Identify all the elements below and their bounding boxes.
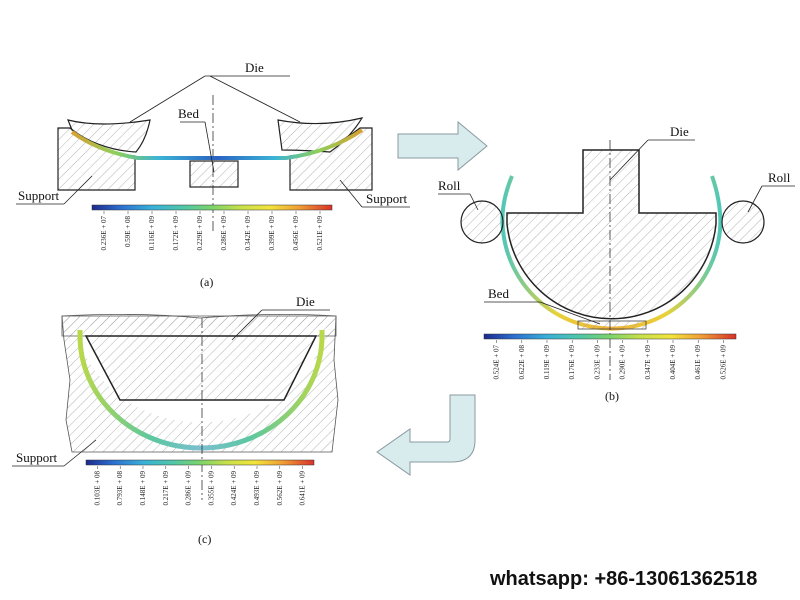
die-c-top [61,314,337,337]
caption-a: (a) [200,275,213,289]
colorbar-tick-label: 0.399E + 09 [268,216,276,251]
panel-a: Die Bed Support Support 0.236E + 07 0.59E… [16,60,410,289]
leader-support-a-right-2 [339,179,363,208]
colorbar-tick-label: 0.119E + 09 [543,345,551,380]
colorbar-tick-label: 0.286E + 09 [185,471,193,506]
label-bed-b: Bed [488,286,509,301]
workpiece-c [77,330,325,451]
label-bed-a: Bed [178,106,199,121]
colorbar-tick-label: 0.59E + 08 [124,216,132,247]
colorbar-tick-label: 0.355E + 09 [207,471,215,506]
colorbar-tick-label: 0.424E + 09 [230,471,238,506]
colorbar-c-ticks: 0.103E + 08 0.793E + 08 0.148E + 09 0.217E … [93,466,307,506]
leader-die-b [609,139,649,181]
colorbar-tick-label: 0.103E + 08 [93,471,101,506]
die-c-shape [84,335,318,401]
colorbar-tick-label: 0.622E + 08 [518,345,526,380]
colorbar-a-ticks: 0.236E + 07 0.59E + 08 0.116E + 09 0.172E +… [100,211,324,250]
leader-support-a-left-2 [63,175,93,205]
roll-left-shape [460,200,504,244]
colorbar-tick-label: 0.236E + 07 [100,216,108,251]
flow-arrow-down-left [376,394,476,476]
label-die-b: Die [670,124,689,139]
colorbar-tick-label: 0.793E + 08 [116,471,124,506]
die-b-shape [506,149,717,320]
leader-bed-b-2 [539,301,601,325]
label-support-a-right: Support [366,191,408,206]
die-left-shape [67,119,151,153]
colorbar-tick-label: 0.148E + 09 [139,471,147,506]
label-die-c: Die [296,294,315,309]
roll-right-shape [721,200,765,244]
panel-c: Die Support 0.103E + 08 0.793E + 08 0.148E… [12,294,339,546]
colorbar-tick-label: 0.172E + 09 [172,216,180,251]
leader-bed-a-2 [204,121,215,173]
colorbar-tick-label: 0.290E + 09 [619,345,627,380]
workpiece-a [70,128,364,160]
colorbar-b-ticks: 0.524E + 07 0.622E + 08 0.119E + 09 0.176E … [493,340,727,380]
panel-b: Die Roll Roll Bed 0.524E + 07 0.622E + 08… [438,124,795,403]
label-die-a: Die [245,60,264,75]
colorbar-tick-label: 0.233E + 09 [593,345,601,380]
colorbar-tick-label: 0.493E + 09 [253,471,261,506]
colorbar-tick-label: 0.229E + 09 [196,216,204,251]
colorbar-tick-label: 0.217E + 09 [162,471,170,506]
colorbar-tick-label: 0.456E + 09 [292,216,300,251]
colorbar-tick-label: 0.562E + 09 [276,471,284,506]
colorbar-c [85,459,315,466]
colorbar-b [483,333,737,340]
label-roll-b-right: Roll [768,170,791,185]
label-support-a-left: Support [18,188,60,203]
die-right-shape [277,117,364,153]
colorbar-tick-label: 0.286E + 09 [220,216,228,251]
leader-roll-b-left-2 [469,193,479,211]
colorbar-a [91,204,333,211]
colorbar-tick-label: 0.641E + 09 [299,471,307,506]
colorbar-tick-label: 0.526E + 09 [719,345,727,380]
flow-arrow-right [397,120,488,172]
colorbar-tick-label: 0.521E + 09 [316,216,324,251]
leader-die-c [231,309,263,341]
leader-support-c-2 [63,439,97,467]
colorbar-tick-label: 0.404E + 09 [669,345,677,380]
colorbar-tick-label: 0.461E + 09 [694,345,702,380]
label-roll-b-left: Roll [438,178,461,193]
caption-b: (b) [605,389,619,403]
caption-c: (c) [198,532,211,546]
label-support-c: Support [16,450,58,465]
watermark-text: whatsapp: +86-13061362518 [489,568,757,590]
bed-a [189,160,239,188]
colorbar-tick-label: 0.176E + 09 [568,345,576,380]
colorbar-tick-label: 0.347E + 09 [644,345,652,380]
colorbar-tick-label: 0.342E + 09 [244,216,252,251]
leader-die-a-2 [209,75,301,123]
colorbar-tick-label: 0.116E + 09 [148,216,156,251]
colorbar-tick-label: 0.524E + 07 [493,345,501,380]
bed-b [577,320,647,330]
leader-die-a-1 [129,75,206,123]
leader-roll-b-right-2 [747,185,763,213]
